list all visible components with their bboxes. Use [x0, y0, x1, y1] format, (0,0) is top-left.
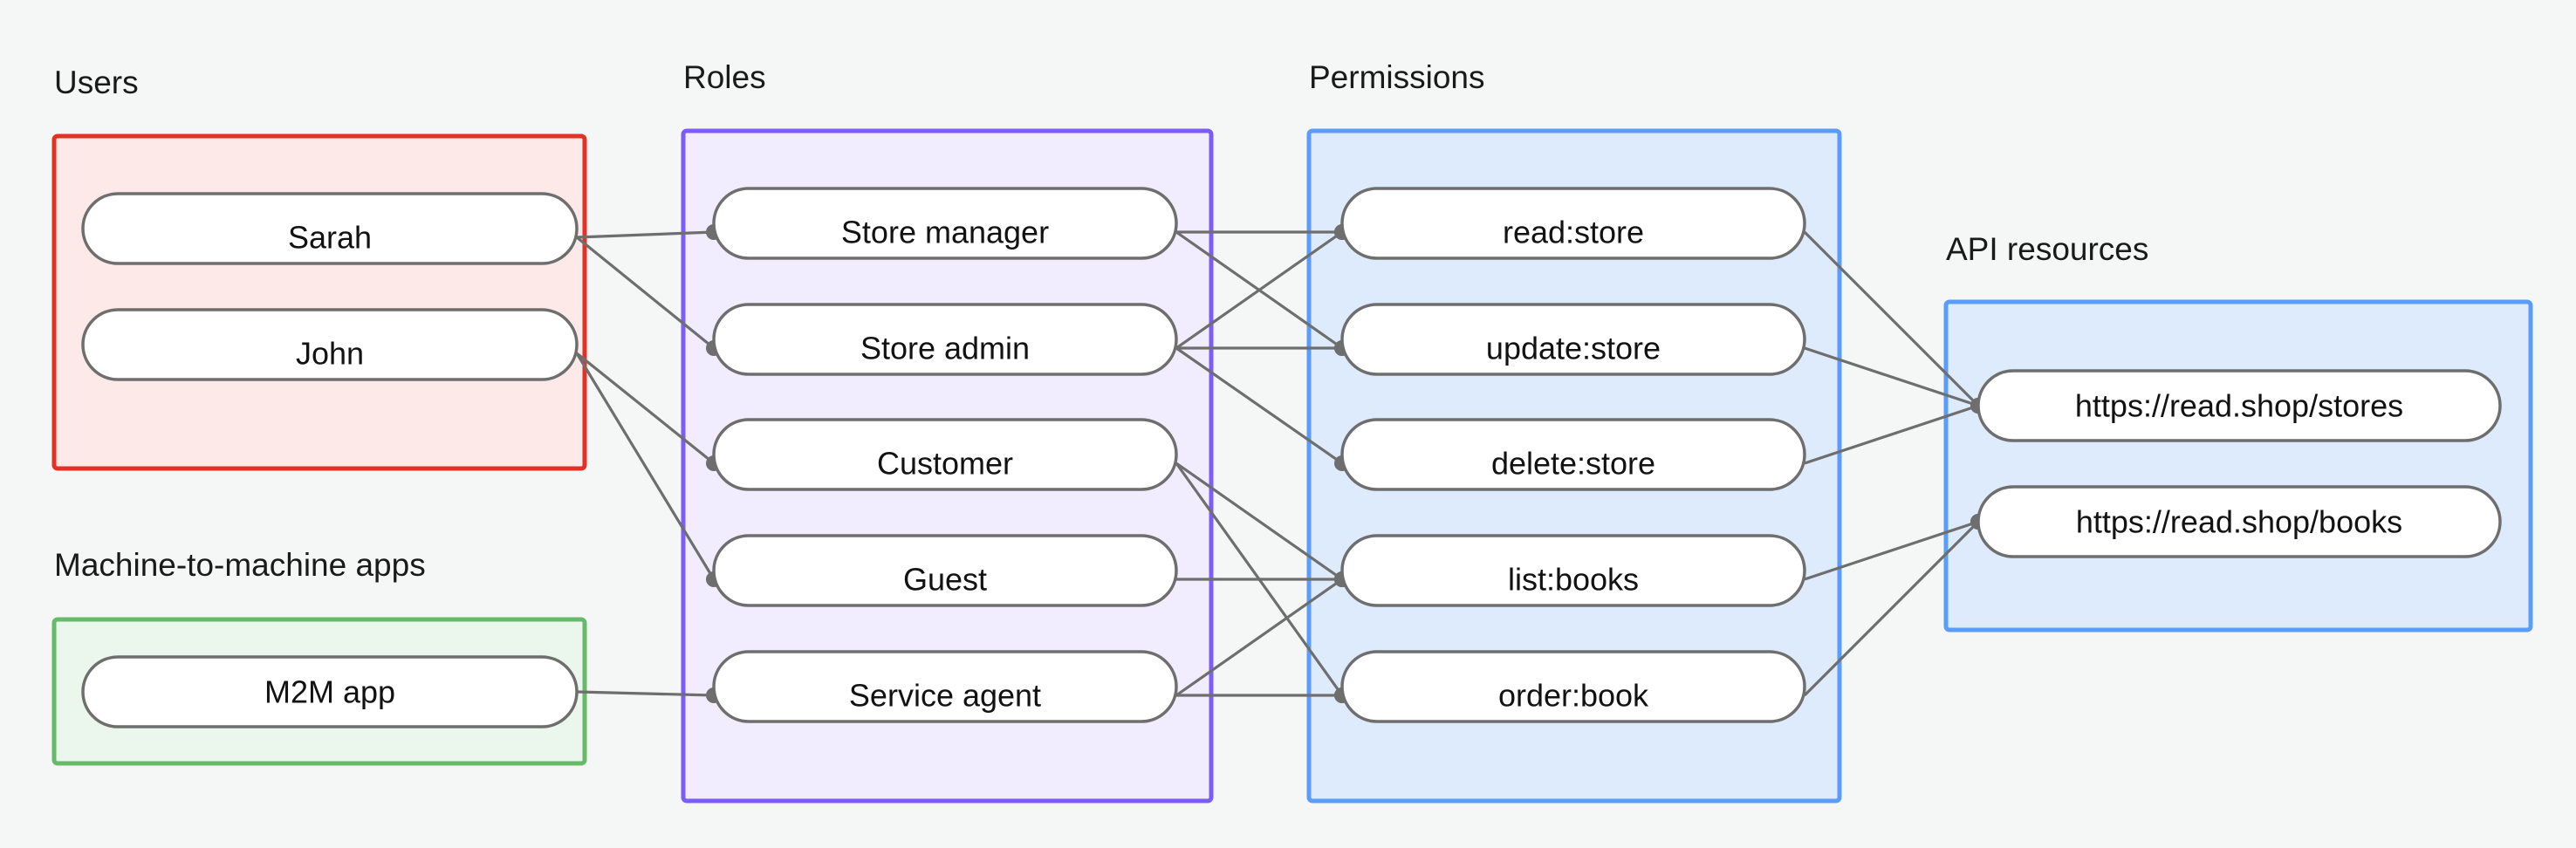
node-store-admin[interactable]: Store admin	[712, 303, 1178, 376]
node-label-delete-store: delete:store	[1491, 446, 1655, 482]
edge-john-guest	[575, 352, 716, 580]
node-label-john: John	[296, 336, 364, 372]
node-pill-shape	[712, 650, 1178, 723]
node-label-sarah: Sarah	[288, 220, 372, 256]
edge-m2m-service-agent	[576, 690, 715, 697]
node-label-customer: Customer	[877, 446, 1013, 482]
node-label-guest: Guest	[903, 562, 987, 598]
node-read-store[interactable]: read:store	[1340, 187, 1806, 260]
node-service-agent[interactable]: Service agent	[712, 650, 1178, 723]
node-label-store-admin: Store admin	[860, 331, 1030, 366]
node-label-list-books: list:books	[1508, 562, 1639, 598]
node-order-book[interactable]: order:book	[1340, 650, 1806, 723]
group-container-users	[51, 133, 587, 471]
node-pill-shape	[1340, 650, 1806, 723]
edge-delete-store-res-stores	[1804, 404, 1979, 465]
node-m2m-app[interactable]: M2M app	[81, 655, 579, 728]
group-title-apis: API resources	[1946, 231, 2148, 267]
node-label-order-book: order:book	[1498, 678, 1649, 714]
node-pill-shape	[1340, 187, 1806, 260]
edge-update-store-res-stores	[1804, 346, 1979, 407]
node-pill-shape	[1977, 485, 2502, 558]
group-title-m2m: Machine-to-machine apps	[54, 547, 426, 583]
node-label-m2m-app: M2M app	[264, 674, 395, 710]
node-john[interactable]: John	[81, 308, 579, 381]
edge-list-books-res-books	[1804, 520, 1979, 581]
node-list-books[interactable]: list:books	[1340, 534, 1806, 607]
node-label-update-store: update:store	[1486, 331, 1661, 366]
node-update-store[interactable]: update:store	[1340, 303, 1806, 376]
edge-store-admin-read-store	[1175, 230, 1343, 350]
node-res-stores[interactable]: https://read.shop/stores	[1977, 369, 2502, 442]
edge-order-book-res-books	[1803, 520, 1980, 697]
node-sarah[interactable]: Sarah	[81, 192, 579, 265]
edge-customer-list-books	[1175, 462, 1343, 581]
node-guest[interactable]: Guest	[712, 534, 1178, 607]
node-pill-shape	[712, 534, 1178, 607]
node-pill-shape	[1340, 418, 1806, 491]
node-pill-shape	[712, 187, 1178, 260]
edge-read-store-res-stores	[1803, 230, 1980, 407]
edge-service-agent-list-books	[1175, 578, 1343, 697]
node-delete-store[interactable]: delete:store	[1340, 418, 1806, 491]
node-pill-shape	[1340, 534, 1806, 607]
node-label-res-stores: https://read.shop/stores	[2075, 388, 2403, 424]
group-title-roles: Roles	[683, 59, 766, 95]
edge-sarah-store-manager	[576, 230, 715, 239]
node-res-books[interactable]: https://read.shop/books	[1977, 485, 2502, 558]
group-title-permissions: Permissions	[1309, 59, 1485, 95]
edge-john-customer	[575, 352, 716, 465]
node-pill-shape	[81, 192, 579, 265]
node-pill-shape	[81, 308, 579, 381]
node-store-manager[interactable]: Store manager	[712, 187, 1178, 260]
node-label-service-agent: Service agent	[849, 678, 1041, 714]
group-title-users: Users	[54, 65, 139, 100]
node-label-res-books: https://read.shop/books	[2076, 504, 2402, 540]
edge-sarah-store-admin	[575, 236, 716, 350]
node-pill-shape	[1977, 369, 2502, 442]
node-customer[interactable]: Customer	[712, 418, 1178, 491]
node-pill-shape	[1340, 303, 1806, 376]
edge-store-admin-delete-store	[1175, 346, 1343, 465]
node-label-read-store: read:store	[1503, 215, 1644, 250]
node-pill-shape	[712, 418, 1178, 491]
node-pill-shape	[712, 303, 1178, 376]
node-label-store-manager: Store manager	[841, 215, 1049, 250]
node-pill-shape	[81, 655, 579, 728]
group-container-apis	[1943, 299, 2533, 633]
